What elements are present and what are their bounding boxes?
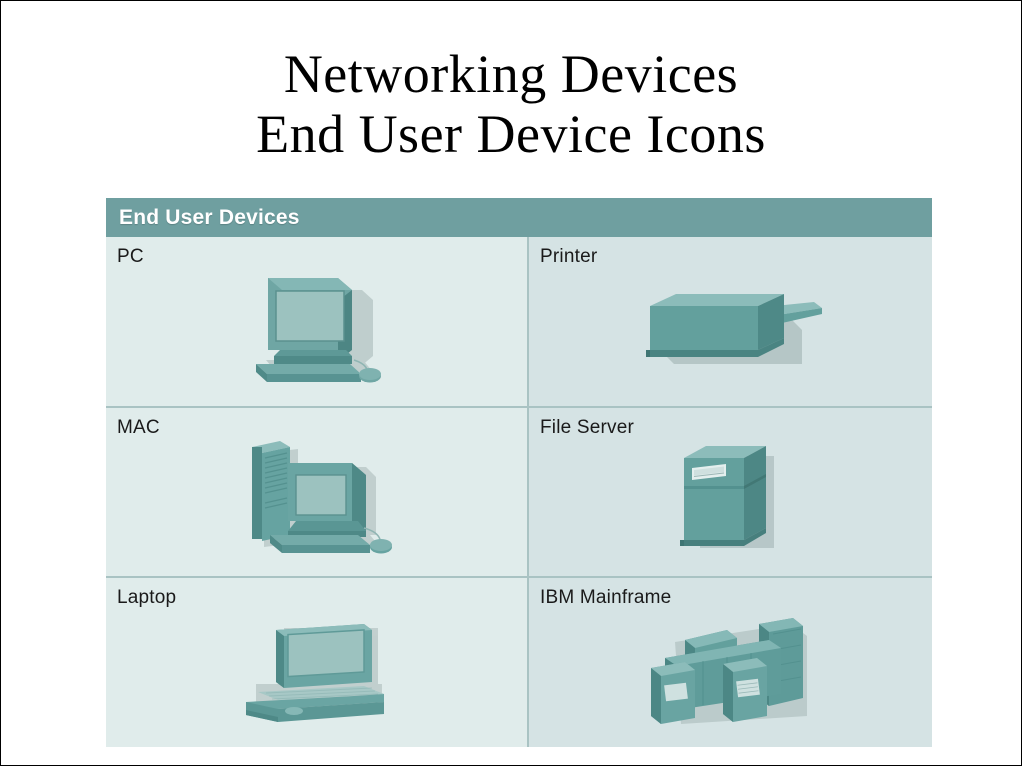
cell-pc[interactable]: PC xyxy=(106,237,529,406)
cell-laptop[interactable]: Laptop xyxy=(106,578,529,748)
cell-label-ibm-mainframe: IBM Mainframe xyxy=(540,587,672,609)
cell-ibm-mainframe[interactable]: IBM Mainframe xyxy=(529,578,932,748)
cell-mac[interactable]: MAC xyxy=(106,407,529,577)
page-title: Networking Devices End User Device Icons xyxy=(1,45,1021,165)
cell-label-laptop: Laptop xyxy=(117,587,177,609)
table-header-label: End User Devices xyxy=(119,205,300,229)
table-row: MAC xyxy=(106,405,932,577)
cell-label-file-server: File Server xyxy=(540,416,635,438)
cell-label-mac: MAC xyxy=(117,416,160,438)
title-line-1: Networking Devices xyxy=(283,44,739,104)
end-user-devices-table: End User Devices PC xyxy=(106,198,932,748)
table-row: Laptop xyxy=(106,576,932,748)
table-row: PC xyxy=(106,237,932,406)
cell-label-printer: Printer xyxy=(540,246,598,267)
cell-file-server[interactable]: File Server xyxy=(529,407,932,577)
cell-label-pc: PC xyxy=(117,246,144,267)
laptop-icon xyxy=(245,623,384,722)
title-line-2: End User Device Icons xyxy=(256,104,766,164)
tower-workstation-icon xyxy=(252,441,392,554)
mainframe-icon xyxy=(650,617,807,724)
table-body: PC xyxy=(106,237,932,748)
file-server-icon xyxy=(679,446,774,548)
desktop-computer-icon xyxy=(255,278,381,383)
cell-printer[interactable]: Printer xyxy=(529,237,932,406)
table-header: End User Devices xyxy=(106,198,932,237)
printer-icon xyxy=(645,294,822,365)
